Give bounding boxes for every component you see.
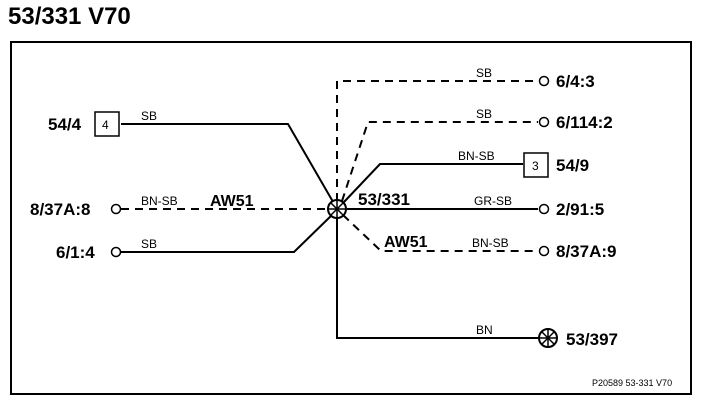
- connector-6-114-2-label: 6/114:2: [556, 113, 613, 132]
- wire-8-37a-9-color: BN-SB: [472, 236, 509, 250]
- wire-54-9: [343, 163, 523, 203]
- connector-54-4-box: [94, 111, 120, 137]
- connector-8-37a-8-label: 8/37A:8: [30, 200, 90, 219]
- ground-splice-icon: [538, 328, 558, 348]
- connector-6-4-3-label: 6/4:3: [556, 72, 595, 91]
- connector-54-4-label: 54/4: [48, 115, 82, 134]
- diagram-title: 53/331 V70: [8, 3, 131, 30]
- connector-54-9-box: [523, 152, 549, 178]
- connector-6-1-4-label: 6/1:4: [56, 243, 95, 262]
- wire-54-4: [121, 123, 337, 208]
- connector-53-397-label: 53/397: [566, 330, 618, 349]
- wire-8-37a-8-tag: AW51: [210, 193, 254, 210]
- wire-6-1-4-color: SB: [141, 237, 157, 251]
- pin-circle-icon: [538, 245, 550, 257]
- figure-reference: P20589 53-331 V70: [592, 378, 672, 388]
- connector-54-9-label: 54/9: [556, 156, 589, 175]
- connector-8-37a-9-label: 8/37A:9: [556, 242, 616, 261]
- pin-circle-icon: [538, 75, 550, 87]
- pin-circle-icon: [538, 116, 550, 128]
- wire-6-4-3-color: SB: [476, 66, 492, 80]
- wire-6-4-3: [336, 80, 538, 201]
- wire-8-37a-9-tag: AW51: [384, 234, 428, 251]
- pin-circle-icon: [110, 246, 122, 258]
- wire-8-37a-8-color: BN-SB: [141, 194, 178, 208]
- wire-6-114-2-color: SB: [476, 107, 492, 121]
- wire-54-4-color: SB: [141, 109, 157, 123]
- wire-6-114-2: [341, 121, 538, 202]
- wire-6-1-4: [121, 213, 334, 253]
- connector-54-4-pin: 4: [102, 118, 109, 132]
- pin-circle-icon: [538, 203, 550, 215]
- connector-54-9-pin: 3: [532, 159, 539, 173]
- wire-2-91-5-color: GR-SB: [474, 194, 512, 208]
- pin-circle-icon: [110, 203, 122, 215]
- wire-8-37a-9: [342, 214, 538, 252]
- wire-53-397: [336, 218, 538, 339]
- splice-icon: [327, 199, 347, 219]
- wire-54-9-color: BN-SB: [458, 149, 495, 163]
- wire-53-397-color: BN: [476, 323, 493, 337]
- diagram-frame: [10, 41, 692, 395]
- connector-2-91-5-label: 2/91:5: [556, 200, 604, 219]
- center-label: 53/331: [358, 190, 410, 209]
